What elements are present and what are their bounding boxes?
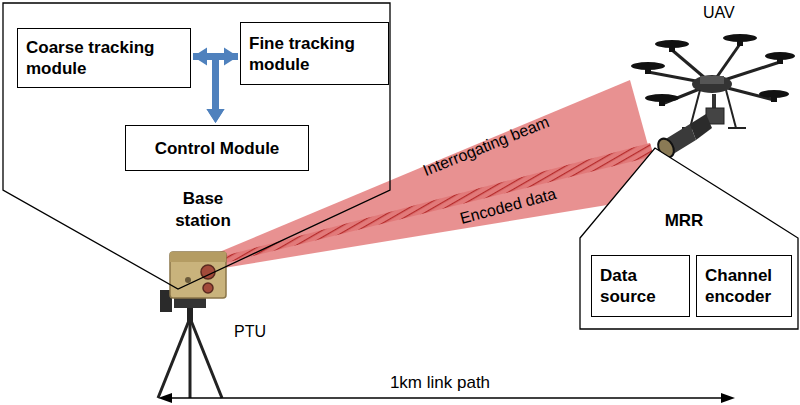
link-path-arrow xyxy=(158,393,735,403)
block-arrow xyxy=(207,57,239,124)
arrow-head xyxy=(207,109,225,123)
callout-region: Base station Coarse tracking module Fine t… xyxy=(3,3,390,291)
module-name: Data source xyxy=(600,265,681,307)
text-label: PTU xyxy=(234,322,266,341)
callout-outline xyxy=(580,148,798,329)
module-box: Coarse tracking module xyxy=(17,28,191,88)
module-name: Fine tracking module xyxy=(249,33,380,75)
callout-region: MRR Data source Channel encoder xyxy=(580,148,798,330)
arrow-head xyxy=(207,109,225,123)
module-box: Channel encoder xyxy=(696,255,792,317)
callout-outline xyxy=(3,3,390,289)
module-name: Control Module xyxy=(134,138,300,159)
ptu-tripod xyxy=(158,305,222,398)
arrow-shaft xyxy=(216,57,239,111)
text-label: 1km link path xyxy=(390,373,490,392)
module-box: Data source xyxy=(591,255,690,317)
module-name: Channel encoder xyxy=(705,265,783,307)
region-title: MRR xyxy=(658,210,710,232)
module-name: Coarse tracking module xyxy=(26,37,182,79)
block-arrow xyxy=(193,57,225,124)
text-label: UAV xyxy=(703,3,735,22)
region-title: Base station xyxy=(153,188,253,232)
module-box: Control Module xyxy=(125,125,309,171)
uav-drone xyxy=(631,34,795,160)
module-box: Fine tracking module xyxy=(240,22,389,85)
